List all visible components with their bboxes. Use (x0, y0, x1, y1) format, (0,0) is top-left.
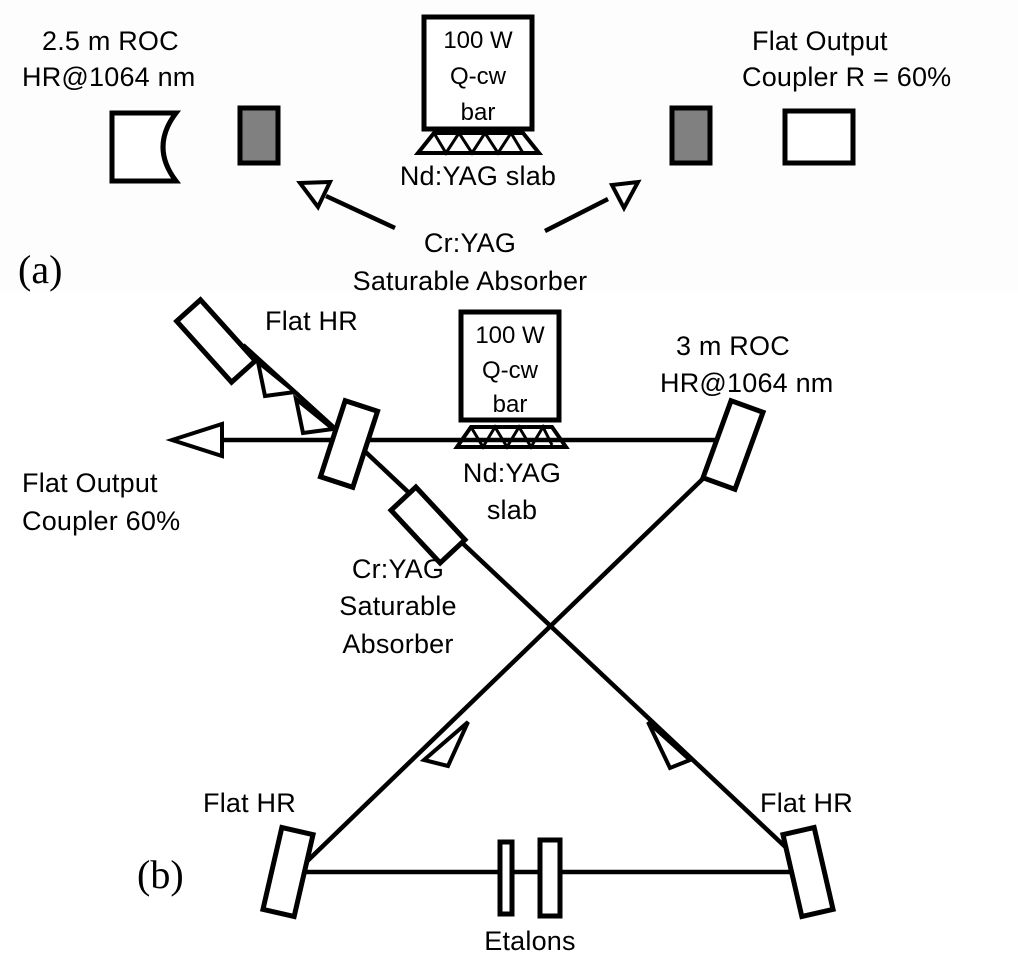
ndyag-slab-label-b-line2: slab (487, 495, 537, 525)
pump-diode-bar-box (421, 14, 535, 132)
etalons-label: Etalons (484, 926, 575, 956)
pump-label-b-line2: Q-cw (482, 357, 539, 384)
curved-mirror-label-line2: HR@1064 nm (660, 368, 833, 398)
cryag-saturable-absorber-b (387, 483, 469, 567)
pump-label-line3: bar (461, 99, 496, 126)
panel-a: (a) 2.5 m ROC HR@1064 nm 100 W Q-cw bar … (18, 14, 951, 296)
panel-b-label: (b) (137, 852, 184, 897)
panel-a-right-mirror-label-line1: Flat Output (752, 26, 888, 56)
absorber-pointer-left (296, 179, 396, 231)
panel-a-right-mirror-label-line2: Coupler R = 60% (742, 62, 951, 92)
beam-arrowhead-lower-left (419, 720, 470, 769)
flat-hr-label-top-left: Flat HR (265, 306, 358, 336)
flat-hr-label-bottom-left: Flat HR (203, 788, 296, 818)
panel-a-label: (a) (18, 247, 62, 292)
panel-a-left-mirror-label-line1: 2.5 m ROC (42, 26, 179, 56)
pump-label-line1: 100 W (443, 27, 513, 54)
pump-label-b-line3: bar (493, 391, 528, 418)
curved-mirror-label-line1: 3 m ROC (676, 331, 790, 361)
pump-diode-bar-box-b (458, 309, 562, 423)
absorber-label-a-line2: Saturable Absorber (353, 266, 588, 296)
beam-arrowhead-upper-1 (254, 356, 300, 399)
curved-hr-mirror-3m-roc (699, 397, 767, 493)
beam-arrowhead-upper-2 (292, 393, 338, 436)
panel-b: (b) Flat HR Flat Output Coupler 60% 100 … (22, 296, 853, 956)
output-coupler-label-b-line1: Flat Output (22, 468, 158, 498)
absorber-label-a-line1: Cr:YAG (424, 228, 516, 258)
flat-hr-mirror-top-left (173, 296, 259, 386)
absorber-label-b-line3: Absorber (342, 629, 453, 659)
pump-label-b-line1: 100 W (475, 322, 545, 349)
flat-hr-mirror-bottom-left (259, 824, 317, 920)
panel-a-left-mirror-label-line2: HR@1064 nm (22, 62, 195, 92)
turning-mirror-block-right (669, 105, 713, 166)
flat-output-coupler-b (317, 397, 381, 491)
flat-output-coupler-a (782, 108, 856, 166)
turning-mirror-block-left (237, 105, 281, 166)
output-beam-arrowhead (165, 421, 224, 459)
ndyag-slab-label-a: Nd:YAG slab (400, 161, 556, 191)
absorber-pointer-right (543, 179, 642, 234)
flat-hr-label-bottom-right: Flat HR (760, 788, 853, 818)
ndyag-slab-a (413, 130, 544, 156)
pump-label-line2: Q-cw (450, 63, 507, 90)
ndyag-slab-label-b-line1: Nd:YAG (463, 458, 561, 488)
absorber-label-b-line2: Saturable (339, 591, 456, 621)
output-coupler-label-b-line2: Coupler 60% (22, 506, 180, 536)
etalon-thin (497, 839, 515, 917)
concave-mirror-2p5m-roc (109, 110, 182, 184)
ndyag-slab-b (453, 423, 570, 450)
absorber-label-b-line1: Cr:YAG (352, 554, 444, 584)
etalon-thick (537, 837, 563, 919)
beam-arrowhead-lower-right (646, 720, 694, 771)
beam-curved-to-bottom-left (294, 439, 744, 874)
flat-hr-mirror-bottom-right (779, 824, 837, 920)
